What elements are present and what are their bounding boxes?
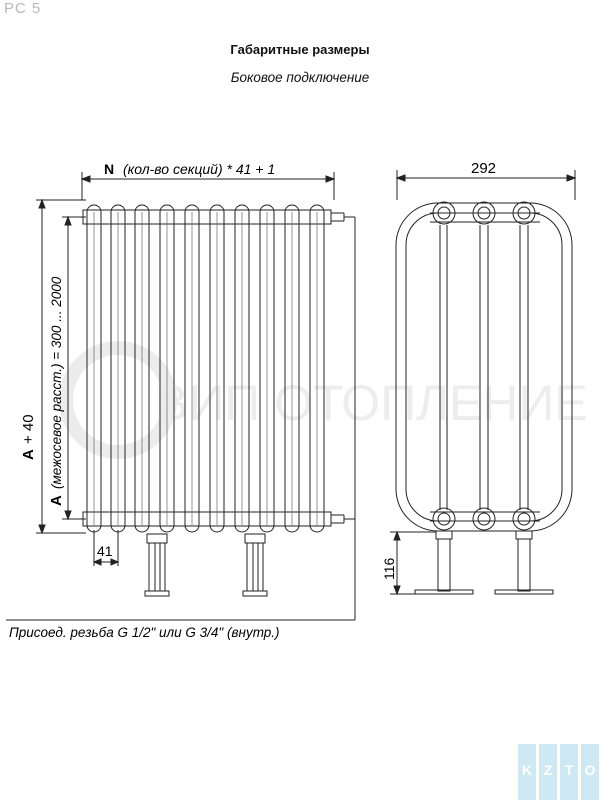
page-title: Габаритные размеры <box>230 42 370 57</box>
side-view <box>390 170 577 596</box>
center-formula: (межосевое расст.) = 300 ... 2000 <box>49 276 64 489</box>
logo-box-1 <box>518 744 536 800</box>
height-plus: + 40 <box>20 414 37 444</box>
width-formula: (кол-во секций) * 41 + 1 <box>123 161 275 177</box>
watermark-text: ВИП ОТОПЛЕНИЕ <box>155 375 588 431</box>
thread-note: Присоед. резьба G 1/2" или G 3/4" (внутр… <box>9 625 280 640</box>
model-label: РС 5 <box>4 0 42 17</box>
height-label-a: A <box>20 449 37 460</box>
front-view <box>6 172 356 621</box>
watermark: ВИП ОТОПЛЕНИЕ <box>59 341 588 459</box>
section-tubes <box>86 204 325 533</box>
logo-letter-k: K <box>521 762 533 778</box>
logo-letter-z: Z <box>543 762 553 778</box>
top-connectors <box>432 201 536 225</box>
center-label-a: A <box>48 495 65 506</box>
logo-letter-o: O <box>584 762 596 778</box>
section-pitch: 41 <box>97 543 113 559</box>
logo-box-4 <box>581 744 599 800</box>
logo-letter-t: T <box>564 762 574 778</box>
leg-height-label: 116 <box>381 557 397 580</box>
logo-box-2 <box>539 744 557 800</box>
logo-box-3 <box>560 744 578 800</box>
bottom-connectors <box>432 507 536 531</box>
depth-label: 292 <box>471 160 496 177</box>
width-label-n: N <box>104 161 114 177</box>
page-subtitle: Боковое подключение <box>230 70 370 85</box>
